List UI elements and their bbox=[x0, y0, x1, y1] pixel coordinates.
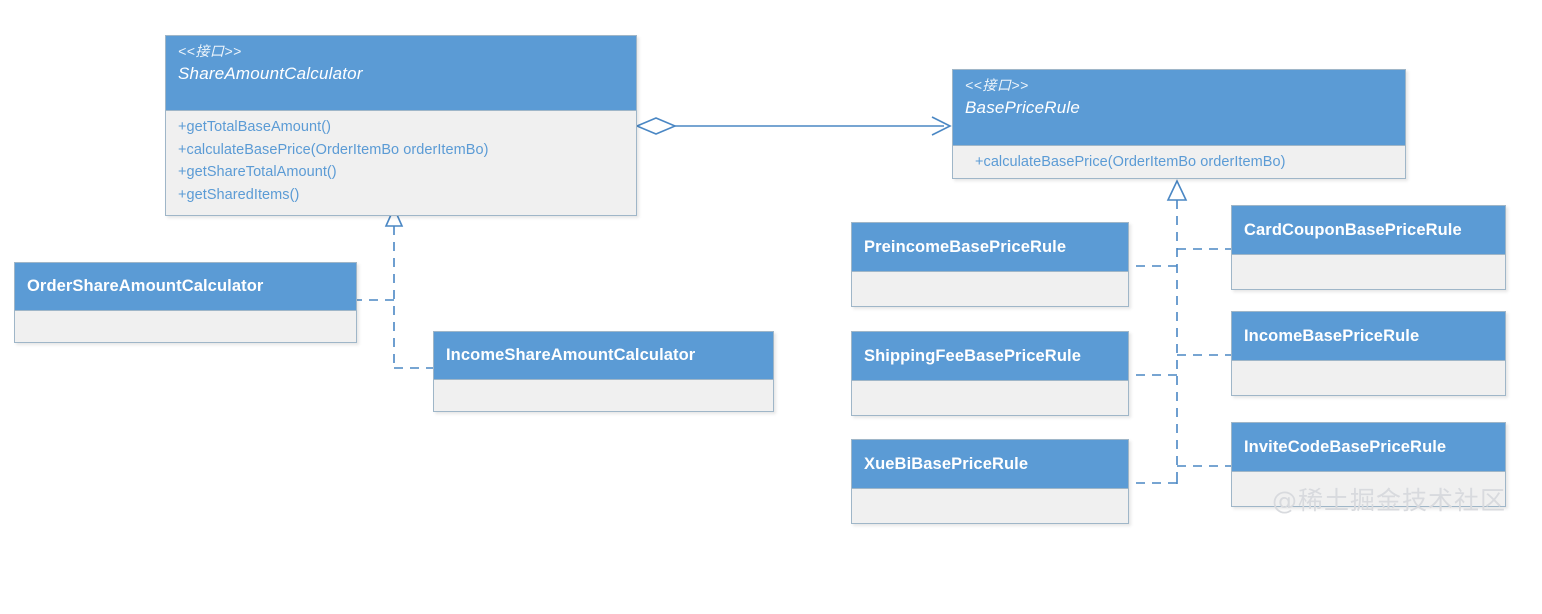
uml-header: IncomeShareAmountCalculator bbox=[434, 332, 773, 380]
interface-name: ShareAmountCalculator bbox=[178, 64, 363, 83]
uml-header: OrderShareAmountCalculator bbox=[15, 263, 356, 311]
uml-class-preincome-base-price-rule[interactable]: PreincomeBasePriceRule bbox=[851, 222, 1129, 307]
uml-class-order-share-amount-calculator[interactable]: OrderShareAmountCalculator bbox=[14, 262, 357, 343]
class-name: CardCouponBasePriceRule bbox=[1244, 221, 1462, 239]
uml-header: <<接口>> BasePriceRule bbox=[953, 70, 1405, 146]
uml-members bbox=[852, 381, 1128, 415]
connector-realization-right-tree bbox=[1129, 179, 1231, 484]
uml-header: <<接口>> ShareAmountCalculator bbox=[166, 36, 636, 111]
class-name: XueBiBasePriceRule bbox=[864, 455, 1029, 473]
class-name: PreincomeBasePriceRule bbox=[864, 238, 1067, 256]
uml-interface-base-price-rule[interactable]: <<接口>> BasePriceRule +calculateBasePrice… bbox=[952, 69, 1406, 179]
uml-header: ShippingFeeBasePriceRule bbox=[852, 332, 1128, 381]
uml-members bbox=[1232, 255, 1505, 289]
interface-name: BasePriceRule bbox=[965, 98, 1081, 117]
uml-class-income-share-amount-calculator[interactable]: IncomeShareAmountCalculator bbox=[433, 331, 774, 412]
uml-members bbox=[15, 311, 356, 342]
uml-interface-share-amount-calculator[interactable]: <<接口>> ShareAmountCalculator +getTotalBa… bbox=[165, 35, 637, 216]
uml-class-card-coupon-base-price-rule[interactable]: CardCouponBasePriceRule bbox=[1231, 205, 1506, 290]
uml-members bbox=[852, 489, 1128, 523]
uml-class-xuebi-base-price-rule[interactable]: XueBiBasePriceRule bbox=[851, 439, 1129, 524]
watermark-text: @稀土掘金技术社区 bbox=[1272, 486, 1507, 515]
connector-realization-left-tree bbox=[357, 206, 433, 369]
uml-members: +calculateBasePrice(OrderItemBo orderIte… bbox=[953, 146, 1405, 178]
stereotype-label: <<接口>> bbox=[178, 43, 242, 59]
uml-members: +getTotalBaseAmount() +calculateBasePric… bbox=[166, 111, 636, 215]
class-name: IncomeShareAmountCalculator bbox=[446, 346, 696, 364]
uml-class-invite-code-base-price-rule[interactable]: InviteCodeBasePriceRule bbox=[1231, 422, 1506, 507]
member-row: +getTotalBaseAmount() bbox=[178, 119, 331, 135]
uml-members bbox=[852, 272, 1128, 306]
class-name: IncomeBasePriceRule bbox=[1244, 327, 1420, 345]
uml-header: CardCouponBasePriceRule bbox=[1232, 206, 1505, 255]
stereotype-label: <<接口>> bbox=[965, 77, 1029, 93]
class-name: InviteCodeBasePriceRule bbox=[1244, 438, 1447, 456]
uml-header: PreincomeBasePriceRule bbox=[852, 223, 1128, 272]
member-row: +calculateBasePrice(OrderItemBo orderIte… bbox=[178, 141, 489, 158]
member-row: +getSharedItems() bbox=[178, 186, 300, 203]
uml-members bbox=[434, 380, 773, 411]
uml-members bbox=[1232, 361, 1505, 395]
uml-header: XueBiBasePriceRule bbox=[852, 440, 1128, 489]
uml-class-shipping-fee-base-price-rule[interactable]: ShippingFeeBasePriceRule bbox=[851, 331, 1129, 416]
uml-header: InviteCodeBasePriceRule bbox=[1232, 423, 1505, 472]
member-row: +getShareTotalAmount() bbox=[178, 164, 337, 180]
class-name: OrderShareAmountCalculator bbox=[27, 277, 264, 295]
connector-aggregation-share-to-baseprice bbox=[634, 116, 952, 136]
uml-class-income-base-price-rule[interactable]: IncomeBasePriceRule bbox=[1231, 311, 1506, 396]
uml-members bbox=[1232, 472, 1505, 506]
class-name: ShippingFeeBasePriceRule bbox=[864, 347, 1081, 365]
uml-header: IncomeBasePriceRule bbox=[1232, 312, 1505, 361]
member-row: +calculateBasePrice(OrderItemBo orderIte… bbox=[975, 154, 1286, 170]
